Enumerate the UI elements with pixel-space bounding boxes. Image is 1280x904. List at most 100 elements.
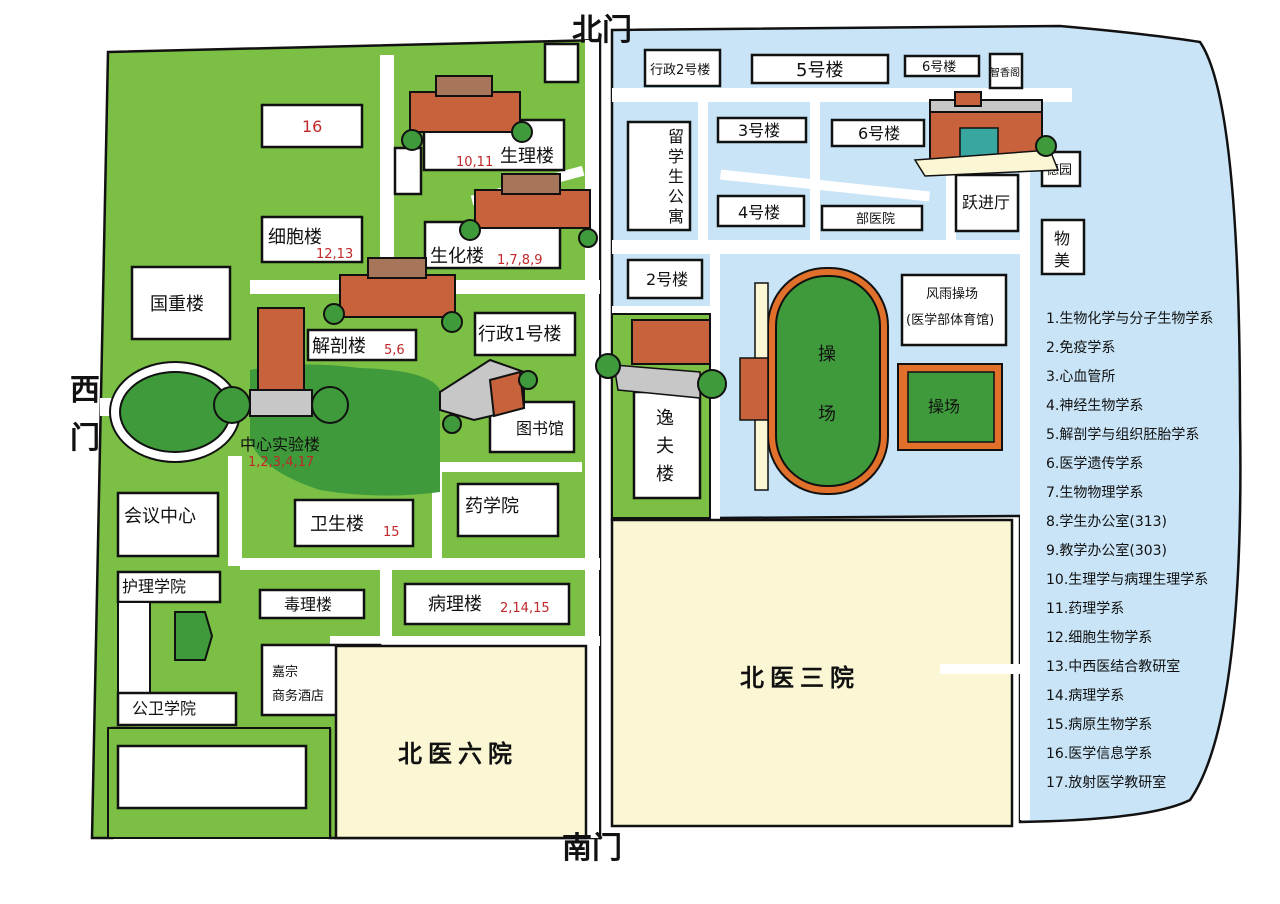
building-bingli[interactable]	[403, 582, 571, 626]
building-guozhong[interactable]	[130, 265, 232, 341]
legend-item: 15.病原生物学系	[1046, 717, 1152, 733]
building-fengyu[interactable]	[900, 273, 1008, 347]
hotel-label-2: 商务酒店	[272, 688, 324, 704]
second-playground-label: 操场	[928, 397, 960, 416]
building-yuejin[interactable]	[954, 173, 1020, 233]
building-lou2-label: 2号楼	[646, 270, 688, 289]
building-duli[interactable]	[258, 588, 366, 620]
building-yaoxue-label: 药学院	[465, 496, 519, 517]
building-shenghua-nums: 1,7,8,9	[497, 253, 542, 268]
yifu-c0: 逸	[656, 408, 674, 429]
legend-item: 17.放射医学教研室	[1046, 774, 1166, 791]
central-lab-nums: 1,2,3,4,17	[248, 455, 314, 470]
liuxue-c3: 公	[668, 187, 684, 206]
wumei-c0: 物	[1054, 229, 1070, 248]
legend-item: 10.生理学与病理生理学系	[1046, 572, 1208, 588]
yifu-c1: 夫	[656, 436, 674, 457]
building-bingli-label: 病理楼	[428, 594, 482, 615]
legend-item: 7.生物物理学系	[1046, 485, 1143, 501]
building-yiyuan-label: 部医院	[856, 212, 895, 227]
legend-item: 11.药理学系	[1046, 601, 1124, 617]
building-yiyuan[interactable]	[820, 204, 924, 232]
building-lou3[interactable]	[716, 116, 808, 144]
building-wumei[interactable]	[1040, 218, 1086, 276]
building-liuxue[interactable]	[626, 120, 692, 232]
building-zhixiang[interactable]	[988, 52, 1024, 90]
building-lou6b[interactable]	[830, 118, 926, 148]
building-shengli-label: 生理楼	[500, 146, 554, 167]
small-block-a	[543, 42, 580, 84]
legend-item: 5.解剖学与组织胚胎学系	[1046, 427, 1199, 443]
building-tushuguan[interactable]	[488, 400, 576, 454]
building-yaoxue[interactable]	[456, 482, 560, 538]
yifu-c2: 楼	[656, 464, 674, 485]
building-shenghua[interactable]	[423, 220, 562, 270]
building-shengli-nums: 10,11	[456, 155, 493, 170]
building-16-label: 16	[302, 117, 322, 136]
building-xibao-nums: 12,13	[316, 247, 353, 262]
second-playground[interactable]	[897, 363, 1003, 451]
west-roundabout-lawn	[119, 371, 231, 453]
building-duli-label: 毒理楼	[284, 595, 332, 614]
building-weisheng[interactable]	[293, 498, 415, 548]
hospital-3-road	[940, 664, 1020, 674]
liuxue-c1: 学	[668, 147, 684, 166]
building-lou3-label: 3号楼	[738, 121, 780, 140]
legend-item: 9.教学办公室(303)	[1046, 542, 1167, 559]
legend: 1.生物化学与分子生物学系 2.免疫学系 3.心血管所 4.神经生物学系 5.解…	[1046, 311, 1213, 791]
brick-building-shenghua	[459, 173, 598, 248]
yifu-sketch	[595, 319, 727, 399]
wumei-c1: 美	[1054, 251, 1070, 270]
building-yuejin-label: 跃进厅	[962, 193, 1010, 212]
building-guozhong-label: 国重楼	[150, 294, 204, 315]
library-building	[439, 358, 538, 434]
liuxue-c2: 生	[668, 167, 684, 186]
building-xingzheng2[interactable]	[643, 48, 722, 88]
legend-item: 6.医学遗传学系	[1046, 456, 1143, 472]
legend-item: 2.免疫学系	[1046, 340, 1115, 356]
building-lou4[interactable]	[716, 194, 806, 228]
building-xingzheng1[interactable]	[473, 311, 577, 357]
hospital-6[interactable]	[334, 644, 588, 840]
hotel-label-1: 嘉宗	[272, 664, 298, 680]
fengyu-label-1: 风雨操场	[926, 286, 978, 302]
south-gate-label: 南门	[562, 831, 622, 866]
liuxue-c4: 寓	[668, 207, 684, 226]
building-tushuguan-label: 图书馆	[516, 419, 564, 438]
fengyu-label-2: (医学部体育馆)	[906, 312, 994, 328]
building-jiepou[interactable]	[306, 328, 418, 362]
building-lou4-label: 4号楼	[738, 203, 780, 222]
central-lab-label: 中心实验楼	[240, 435, 320, 454]
building-lou5[interactable]	[750, 53, 890, 85]
legend-item: 13.中西医结合教研室	[1046, 658, 1180, 675]
liuxue-c0: 留	[668, 127, 684, 146]
blank-block-southwest	[116, 744, 308, 810]
legend-item: 12.细胞生物学系	[1046, 630, 1152, 646]
building-xibao-label: 细胞楼	[268, 227, 322, 248]
legend-item: 4.神经生物学系	[1046, 398, 1143, 414]
building-xibao[interactable]	[260, 215, 364, 264]
building-gongwei[interactable]	[116, 691, 238, 727]
building-huli-label: 护理学院	[122, 577, 186, 596]
small-block-b	[393, 146, 423, 196]
building-jiepou-label: 解剖楼	[312, 336, 366, 357]
brick-building-shengli	[401, 75, 533, 151]
legend-item: 16.医学信息学系	[1046, 745, 1152, 762]
building-weisheng-nums: 15	[383, 525, 400, 540]
building-lou2[interactable]	[626, 258, 704, 300]
west-gate-label-2: 门	[70, 421, 100, 456]
building-zhixiang-label: 智香阁	[990, 66, 1020, 79]
brick-building-jiepou	[323, 257, 463, 333]
playground-c1: 场	[818, 404, 836, 425]
building-gongwei-label: 公卫学院	[132, 699, 196, 718]
building-huiyi[interactable]	[116, 491, 220, 558]
central-lab-building[interactable]	[213, 307, 349, 424]
building-16[interactable]	[260, 103, 364, 149]
playground-track[interactable]	[739, 267, 889, 495]
building-yifu[interactable]	[632, 390, 702, 500]
north-gate-label: 北门	[572, 13, 632, 48]
building-lou6a[interactable]	[903, 54, 981, 78]
building-huli[interactable]	[116, 570, 222, 604]
building-xingzheng2-label: 行政2号楼	[650, 63, 710, 78]
legend-item: 8.学生办公室(313)	[1046, 513, 1167, 530]
